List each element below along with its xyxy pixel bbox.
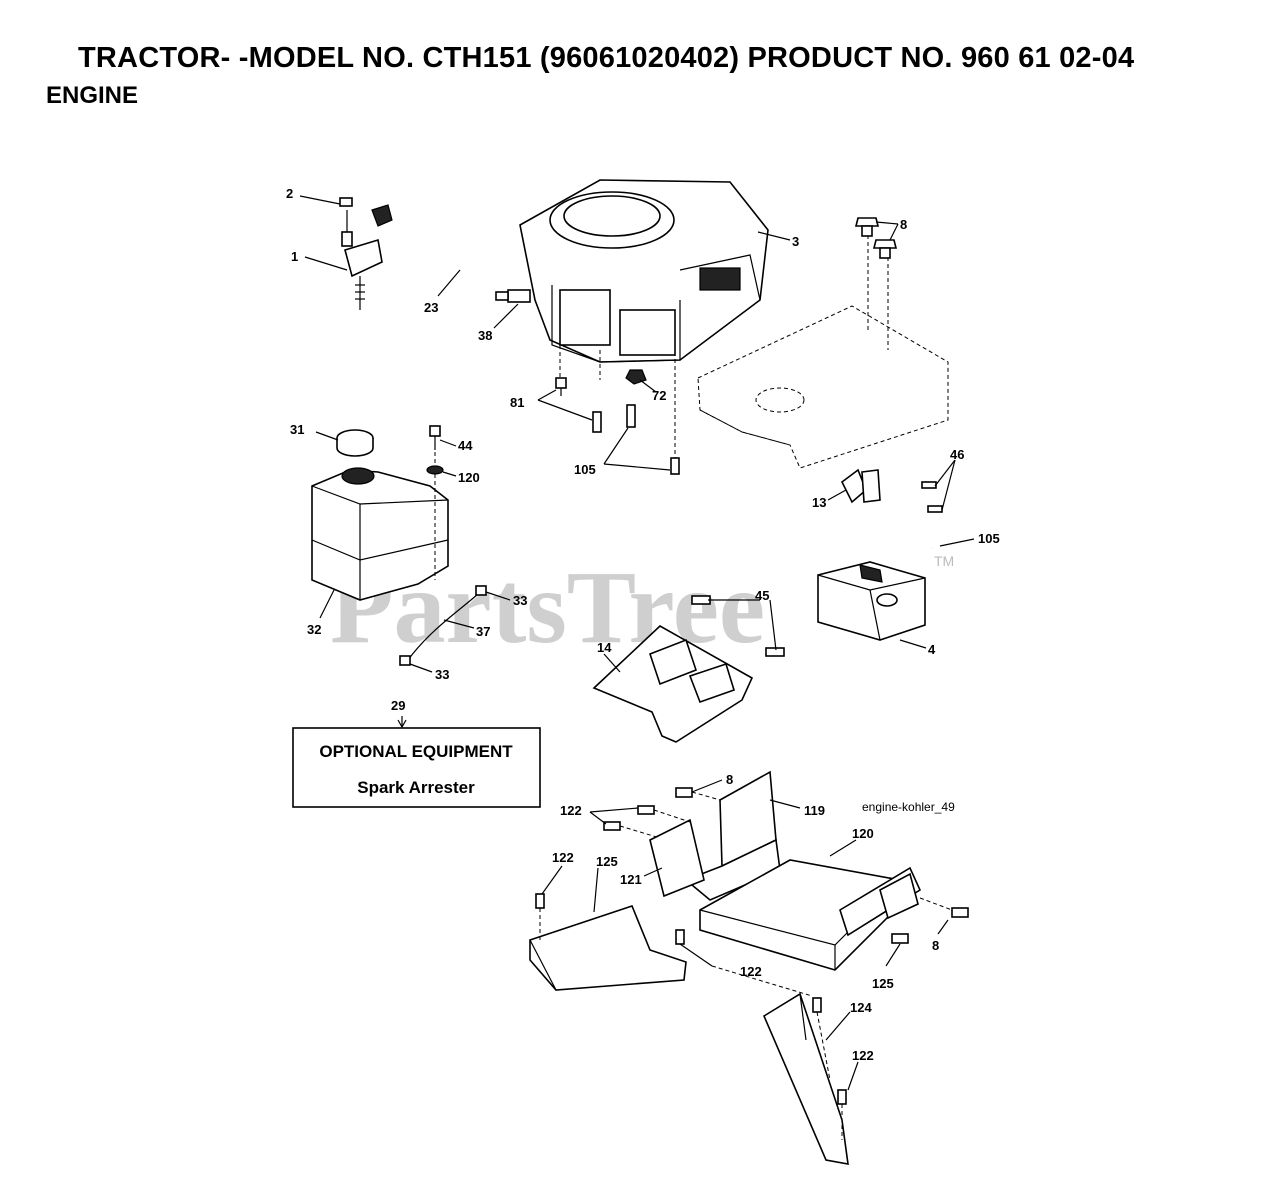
callout-122-c: 122 [740, 964, 762, 979]
throttle-control-part[interactable] [341, 204, 393, 310]
callout-32: 31 [290, 422, 304, 437]
optional-equipment-heading: OPTIONAL EQUIPMENT [319, 742, 513, 761]
callout-122-a: 122 [560, 803, 582, 818]
callout-13: 13 [812, 495, 826, 510]
fuel-line-part[interactable] [409, 259, 501, 293]
exhaust-pipe-part[interactable] [861, 469, 936, 551]
callout-2: 2 [286, 186, 293, 201]
screw-part[interactable] [339, 197, 353, 207]
callout-8-b: 8 [726, 772, 733, 787]
callout-122-b: 122 [552, 850, 574, 865]
washer-part[interactable] [426, 465, 444, 475]
optional-equipment-item: Spark Arrester [357, 778, 475, 797]
callout-44: 44 [458, 438, 473, 453]
page-title: TRACTOR- -MODEL NO. CTH151 (96061020402)… [78, 42, 1135, 74]
frame-bolt-lower-part[interactable] [891, 907, 969, 944]
callout-3: 3 [792, 234, 799, 249]
fuel-hose-part[interactable] [407, 593, 479, 661]
callout-33-b: 33 [435, 667, 449, 682]
callout-31: 32 [307, 622, 321, 637]
bracket-121-part[interactable] [649, 818, 705, 898]
callout-105-a: 81 [510, 395, 524, 410]
callout-46: 120 [458, 470, 480, 485]
callout-33-a: 33 [513, 593, 527, 608]
callout-120: 120 [852, 826, 874, 841]
tank-screw-part[interactable] [429, 425, 441, 450]
hose-clamp-part[interactable] [399, 585, 487, 666]
frame-bolt-part[interactable] [854, 217, 898, 259]
callout-23: 14 [597, 640, 612, 655]
callout-121: 121 [620, 872, 642, 887]
callout-72: 46 [950, 447, 964, 462]
bracket-screw-part[interactable] [603, 805, 655, 831]
callout-14: 23 [424, 300, 438, 315]
callout-123: 125 [872, 976, 894, 991]
fitting-part[interactable] [495, 289, 531, 303]
fuel-cap-part[interactable] [336, 429, 374, 457]
callout-124: 125 [596, 854, 618, 869]
callout-1: 1 [291, 249, 298, 264]
callout-105-b: 105 [574, 462, 596, 477]
guard-124-part[interactable] [529, 905, 687, 991]
callout-119: 119 [804, 803, 825, 818]
tray-120-part[interactable] [699, 859, 922, 971]
fuel-tank-part[interactable] [311, 467, 449, 601]
guard-125-part[interactable] [762, 992, 849, 1165]
watermark-tm: TM [934, 553, 954, 569]
frame-outline [697, 228, 949, 469]
engine-part[interactable] [519, 179, 769, 470]
bracket-bolt-part[interactable] [675, 787, 721, 801]
callout-38: 38 [478, 328, 492, 343]
callout-125: 124 [850, 1000, 872, 1015]
callout-8-c: 8 [932, 938, 939, 953]
callout-45: 45 [755, 588, 769, 603]
callout-8-a: 8 [900, 217, 907, 232]
callout-4: 4 [928, 642, 936, 657]
reference-code: engine-kohler_49 [862, 800, 955, 814]
engine-bolt-part[interactable] [555, 377, 680, 475]
heat-shield-part[interactable] [592, 625, 754, 743]
muffler-part[interactable] [817, 561, 926, 641]
callout-122-d: 122 [852, 1048, 874, 1063]
callout-117: 105 [978, 531, 1000, 546]
callout-29: 29 [391, 698, 405, 713]
optional-equipment-box [292, 727, 541, 808]
callout-37: 37 [476, 624, 490, 639]
exhaust-screw-part[interactable] [921, 481, 943, 513]
section-title: ENGINE [46, 82, 139, 109]
bracket-119-part[interactable] [684, 770, 781, 901]
callout-81: 72 [652, 388, 666, 403]
